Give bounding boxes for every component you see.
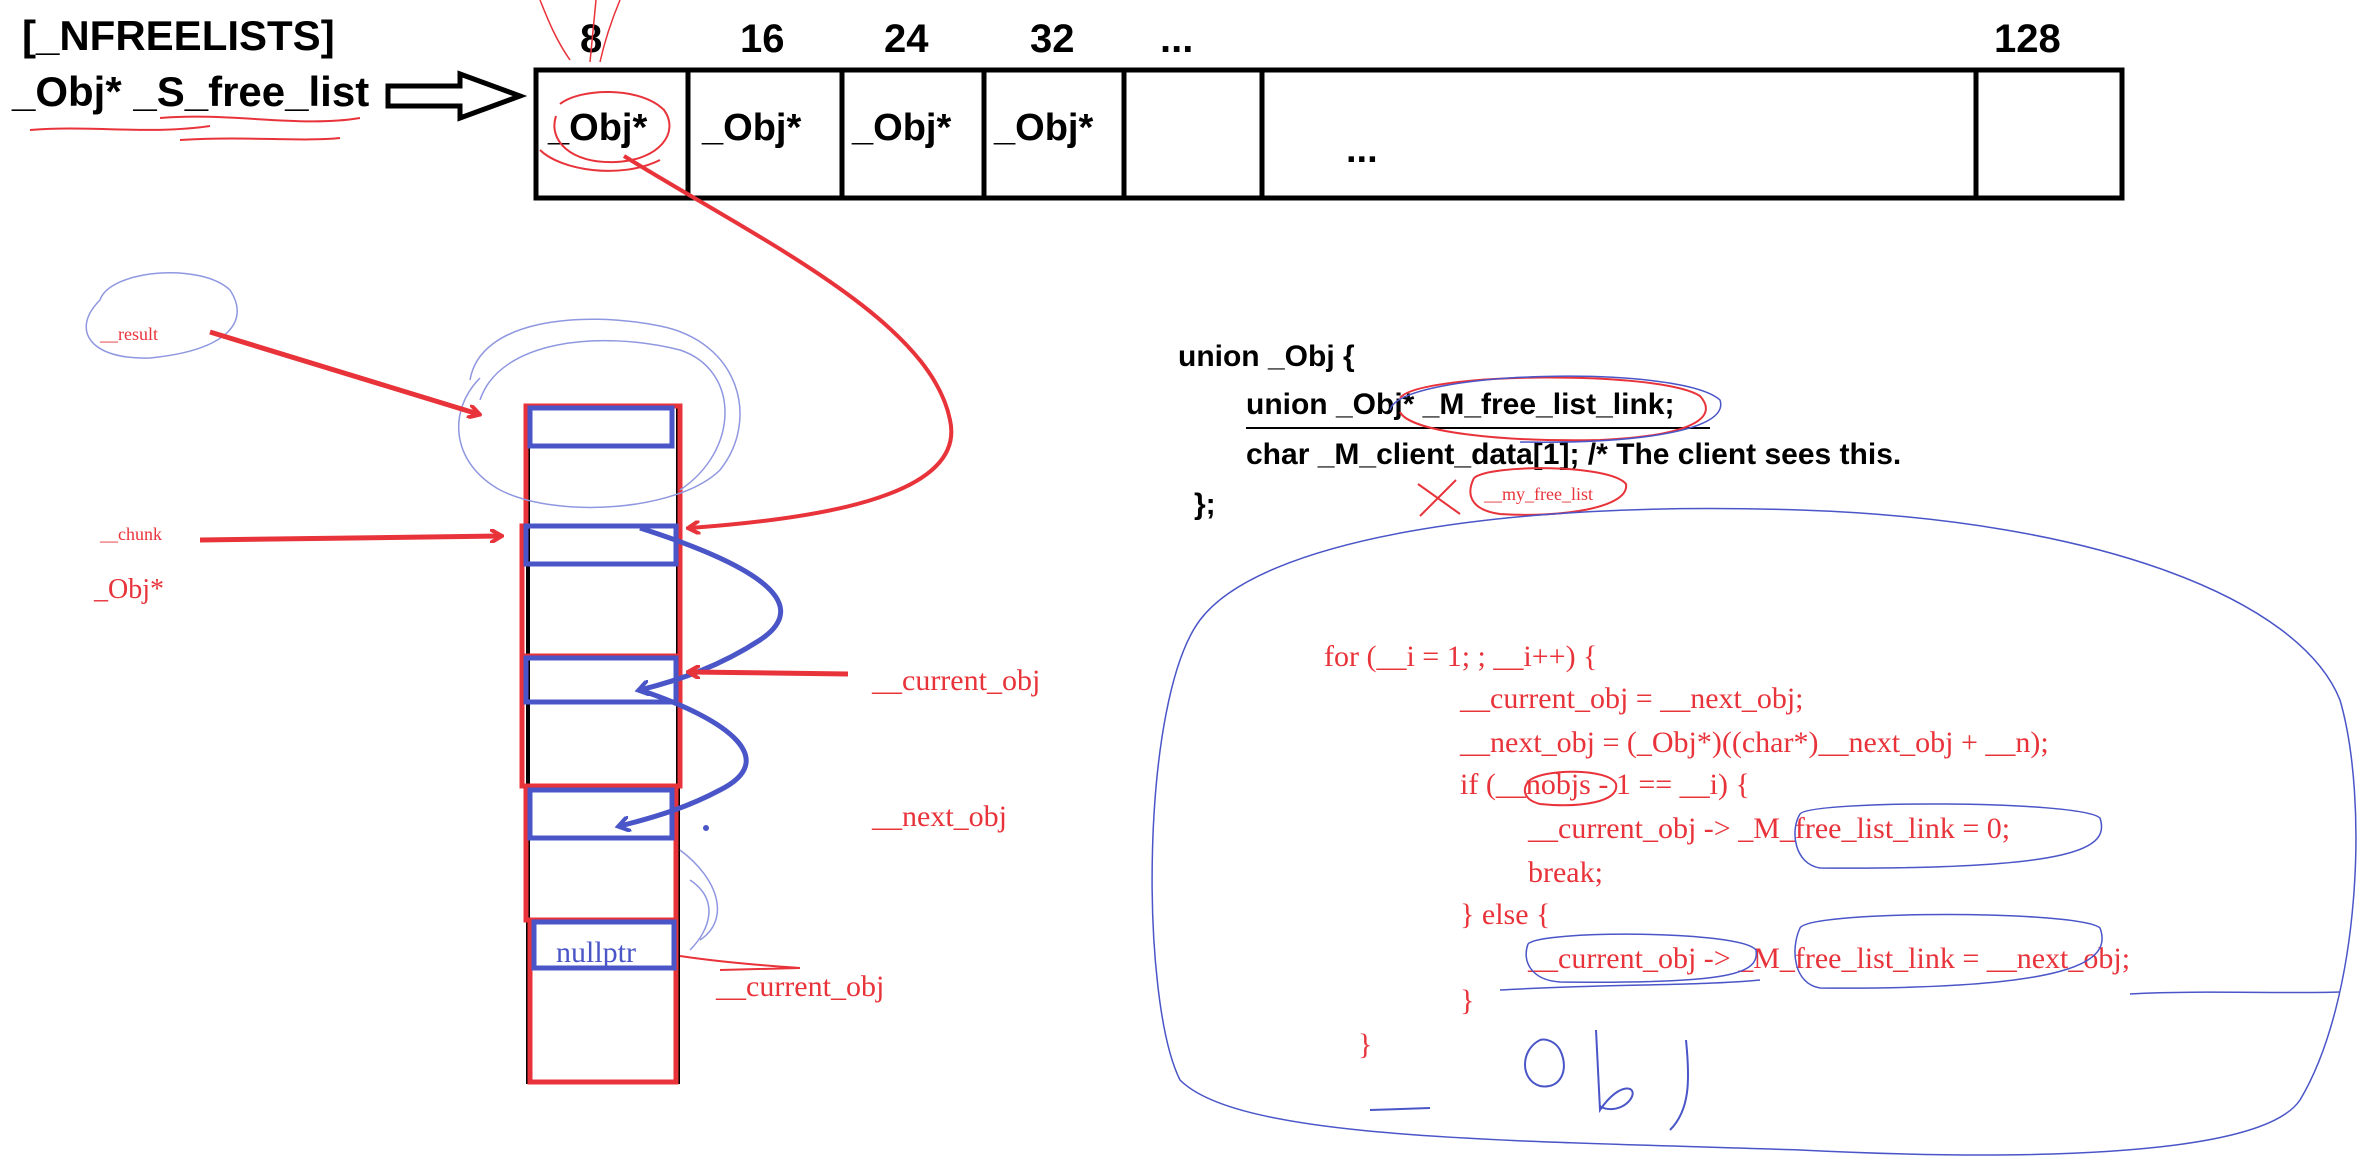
obj-ptr-label: _Obj* [93,574,164,605]
free-list-link-blue-circle [1389,375,1722,443]
code-line-close-for: } [1358,1028,1372,1061]
code-line-if: if (__nobjs - 1 == __i) { [1460,768,1750,801]
chunk-memory-blocks [519,403,683,1085]
code-line-next-assign: __next_obj = (_Obj*)((char*)__next_obj +… [1459,726,2049,759]
free-list-array: 8 16 24 32 ... 128 _Obj* _Obj* _Obj* _Ob… [533,17,2125,201]
code-line-for: for (__i = 1; ; __i++) { [1324,640,1597,673]
chunk-arrow [199,536,500,540]
size-label-8: 8 [580,17,602,61]
current-obj-arrow [690,672,849,674]
code-line-else: } else { [1460,898,1550,931]
link-header-1 [523,523,679,567]
result-label-circle [85,272,238,359]
current-obj-label: __current_obj [871,664,1040,697]
size-label-32: 32 [1030,17,1075,61]
size-label-16: 16 [740,17,785,61]
link-arrow-2 [620,687,749,826]
dot-marker [703,825,709,831]
code-line-set-next: __current_obj -> _M_free_list_link = __n… [1527,942,2130,975]
code-block: for (__i = 1; ; __i++) { __current_obj =… [1324,640,2130,1061]
array-cell-obj: _Obj* [851,107,951,149]
link-scribble [679,849,719,951]
obj-doodle [1369,1029,1690,1131]
result-arrow [209,329,478,414]
link-field-circle-1 [1794,803,2103,869]
current-obj-circle [1525,933,1758,983]
union-line-4: }; [1194,488,1216,521]
array-cell-obj: _Obj* [993,107,1093,149]
link-arrow-1 [640,525,784,690]
array-cell-obj: _Obj* [547,107,647,149]
size-label-ellipsis: ... [1160,17,1193,61]
hollow-arrow-icon [385,70,528,122]
array-cell-ellipsis: ... [1346,129,1378,171]
link-header-0 [527,405,675,449]
union-line-3: char _M_client_data[1]; /* The client se… [1246,438,1901,471]
result-label: __result [99,324,158,344]
union-definition: union _Obj { union _Obj* _M_free_list_li… [1178,340,1901,521]
code-line-current-assign: __current_obj = __next_obj; [1459,682,1804,715]
free-list-head-arrow [622,154,954,528]
chunk-block-1 [519,523,683,659]
top-scribble [539,0,621,63]
my-free-list-circle [1469,467,1628,516]
size-label-24: 24 [884,17,929,61]
nullptr-label: nullptr [556,936,636,969]
chunk-block-result [523,403,683,529]
free-list-label: _Obj* _S_free_list [11,68,369,115]
nobjs-circle [1523,770,1618,807]
link-header-null [531,919,677,971]
array-cell-obj: _Obj* [701,107,801,149]
link-field-circle-2 [1794,913,2103,989]
code-loop-scribble [1151,507,2357,1156]
size-label-128: 128 [1994,17,2061,61]
result-scribble [458,318,741,509]
my-free-list-label: __my_free_list [1483,484,1593,504]
cross-mark [1417,479,1461,517]
code-underline-scribble [1499,979,2341,995]
free-list-underline-scribble [29,115,361,141]
chunk-block-3 [523,783,679,923]
next-obj-label: __next_obj [871,800,1007,833]
code-line-break: break; [1528,856,1603,889]
code-line-close-if: } [1460,984,1474,1017]
link-header-3 [527,787,675,841]
union-line-2: union _Obj* _M_free_list_link; [1246,388,1674,421]
nfreelists-label: [_NFREELISTS] [22,12,335,59]
array-outline [533,67,2125,201]
current-obj-bottom-label: __current_obj [715,970,884,1003]
chunk-label: __chunk [99,524,162,544]
union-line-1: union _Obj { [1178,340,1355,373]
first-cell-scribble [539,90,671,172]
bottom-current-obj-underline [679,955,801,971]
code-line-set-null: __current_obj -> _M_free_list_link = 0; [1527,812,2010,845]
chunk-block-2 [519,653,683,789]
